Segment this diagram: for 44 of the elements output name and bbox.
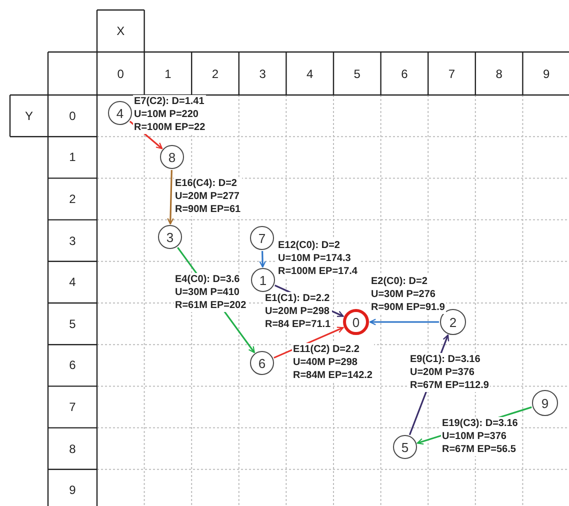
- edge-label: E1(C1): D=2.2 U=20M P=298 R=84 EP=71.1: [264, 292, 332, 331]
- edge-label: E2(C0): D=2 U=30M P=276 R=90M EP=91.9: [370, 275, 446, 314]
- row-number: 3: [69, 234, 76, 248]
- column-number: 6: [401, 66, 408, 80]
- column-number: 7: [448, 66, 456, 80]
- edge-label: E9(C1): D=3.16 U=20M P=376 R=67M EP=112.9: [409, 353, 490, 392]
- column-number: 9: [542, 66, 550, 80]
- row-number: 9: [69, 483, 76, 498]
- row-number: 2: [69, 192, 76, 206]
- column-number: 0: [117, 66, 124, 80]
- axis-label: X: [116, 24, 125, 38]
- edge-label: E4(C0): D=3.6 U=30M P=410 R=61M EP=202: [174, 273, 248, 312]
- node-circle: 6: [250, 351, 274, 375]
- node-circle: 2: [440, 309, 466, 335]
- column-number: 5: [354, 66, 360, 80]
- row-number: 0: [69, 108, 76, 123]
- row-number: 7: [69, 400, 76, 414]
- arrow: [259, 250, 266, 268]
- edge-label: E19(C3): D=3.16 U=10M P=376 R=67M EP=56.5: [441, 417, 519, 456]
- node-circle: 3: [158, 225, 182, 249]
- node-circle: 0: [343, 309, 369, 335]
- edge-label: E7(C2): D=1.41 U=10M P=220 R=100M EP=22: [133, 95, 206, 134]
- axis-label: Y: [24, 108, 33, 123]
- edge-label: E16(C4): D=2 U=20M P=277 R=90M EP=61: [174, 177, 242, 216]
- node-circle: 7: [250, 226, 274, 250]
- edge-label: E11(C2) D=2.2 U=40M P=298 R=84M EP=142.2: [292, 343, 374, 382]
- column-number: 3: [259, 66, 266, 80]
- column-number: 8: [496, 66, 502, 80]
- arrow: [167, 170, 174, 225]
- column-number: 1: [164, 66, 172, 80]
- node-circle: 8: [160, 145, 184, 169]
- row-number: 1: [69, 150, 76, 164]
- edge-label: E12(C0): D=2 U=10M P=174.3 R=100M EP=17.4: [277, 239, 358, 278]
- arrow: [369, 318, 439, 326]
- row-number: 4: [69, 275, 76, 290]
- node-circle: 9: [532, 390, 558, 416]
- node-circle: 5: [393, 435, 417, 459]
- row-number: 8: [69, 442, 76, 456]
- row-number: 6: [69, 358, 76, 372]
- column-number: 2: [212, 66, 219, 80]
- node-circle: 1: [251, 268, 275, 292]
- node-circle: 4: [108, 101, 132, 125]
- column-number: 4: [306, 66, 314, 80]
- row-number: 5: [69, 316, 76, 331]
